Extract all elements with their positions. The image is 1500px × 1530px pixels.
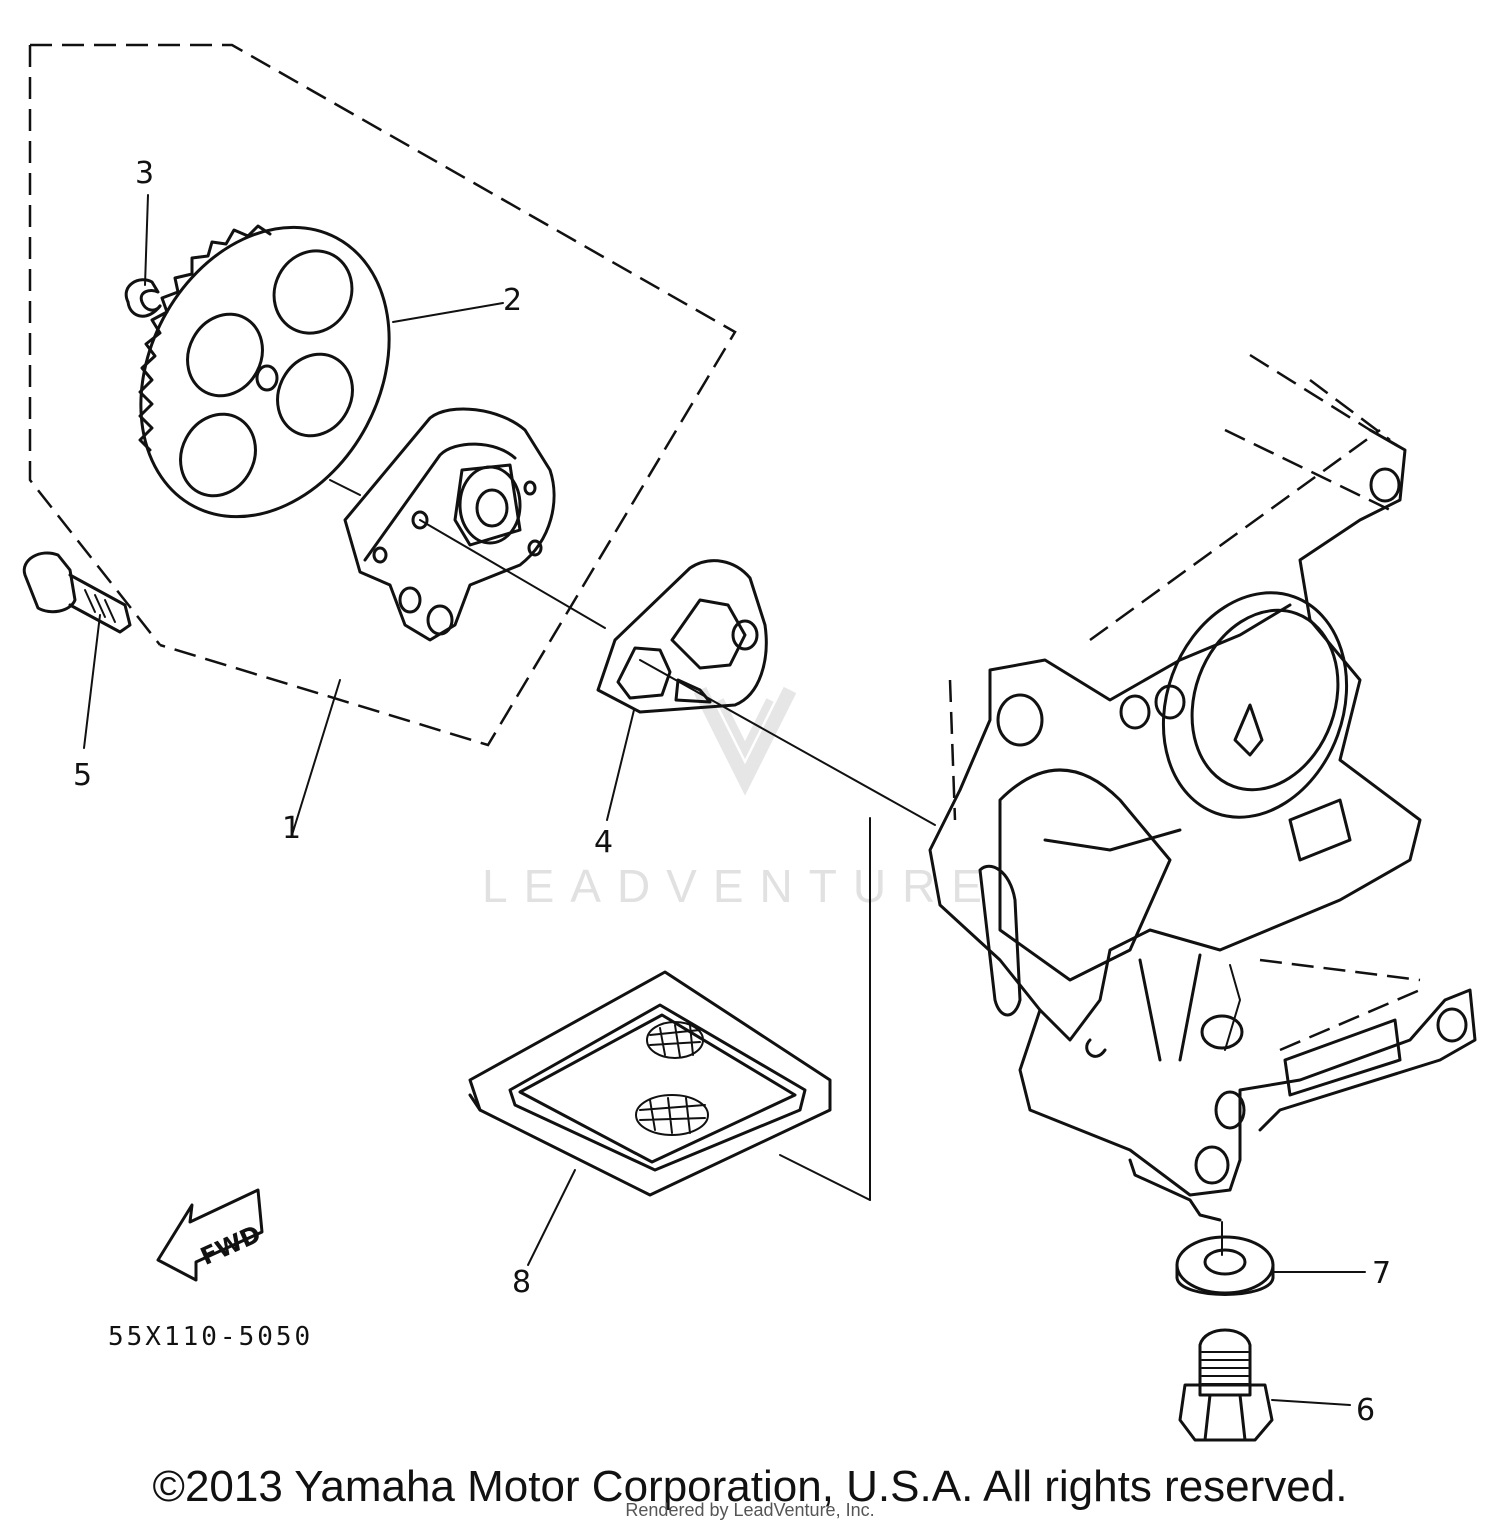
leader-8: [527, 1169, 576, 1266]
gasket-washer: [1175, 1235, 1275, 1296]
oil-pump-assembly: [343, 407, 556, 642]
rendered-by-credit: Rendered by LeadVenture, Inc.: [625, 1500, 875, 1520]
drain-plug: [1178, 1328, 1274, 1442]
leader-3: [144, 194, 149, 286]
pump-assembly-dashed-outline: [28, 43, 737, 747]
oil-pump-driven-gear: [138, 224, 391, 519]
fwd-arrow-label: FWD: [196, 1220, 265, 1271]
callout-leaders: [83, 194, 1366, 1406]
watermark-text: LEADVENTURE: [482, 860, 998, 912]
callout-1: 1: [282, 811, 301, 846]
leader-6: [1271, 1399, 1351, 1406]
callout-5: 5: [73, 758, 92, 793]
callout-4: 4: [594, 825, 613, 860]
strainer-mesh: [635, 1021, 709, 1136]
leader-5: [83, 614, 101, 749]
leader-4: [606, 709, 635, 821]
oil-strainer: [468, 970, 832, 1197]
callout-6: 6: [1356, 1393, 1375, 1428]
copyright-notice: ©2013 Yamaha Motor Corporation, U.S.A. A…: [152, 1462, 1348, 1511]
diagram-part-number: 55X110-5050: [108, 1322, 313, 1352]
callout-8: 8: [512, 1265, 531, 1300]
callout-3: 3: [135, 156, 154, 191]
bolt: [22, 551, 132, 634]
leader-2: [392, 302, 504, 323]
callout-7: 7: [1372, 1256, 1391, 1291]
crankcase: [928, 353, 1477, 1222]
circlip: [124, 278, 162, 318]
forward-direction-arrow: FWD: [156, 1188, 265, 1282]
leader-1: [291, 679, 341, 836]
leadventure-watermark: LEADVENTURE: [482, 686, 998, 912]
callout-2: 2: [503, 283, 522, 318]
oil-pump-gasket: [596, 559, 768, 714]
